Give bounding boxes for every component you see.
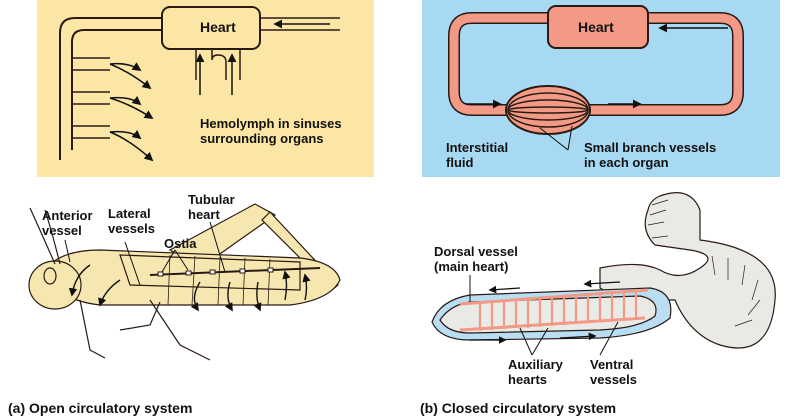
- grasshopper-leader-lines: [64, 221, 226, 286]
- tubular-heart-line1: Tubular: [188, 192, 235, 207]
- earthworm-flow-arrows: [470, 279, 621, 344]
- closed-heart-label: Heart: [578, 19, 614, 35]
- interstitial-fluid-line1: Interstitial: [446, 140, 509, 155]
- dorsal-vessel-line1: Dorsal vessel: [434, 244, 518, 259]
- lateral-vessels-line1: Lateral: [108, 206, 151, 221]
- lateral-vessels-line2: vessels: [108, 221, 155, 236]
- auxiliary-hearts-line1: Auxiliary: [508, 357, 563, 372]
- earthworm-leader-lines: [469, 275, 619, 356]
- open-flow-arrows: [109, 19, 330, 162]
- dorsal-vessel-line2: (main heart): [434, 259, 509, 274]
- ventral-vessels-line2: vessels: [590, 372, 637, 387]
- open-system-caption: (a) Open circulatory system: [8, 400, 193, 416]
- ventral-vessels-line1: Ventral: [590, 357, 634, 372]
- hemolymph-label-line2: surrounding organs: [200, 131, 324, 146]
- grasshopper-illustration: [28, 203, 341, 361]
- closed-leader-lines: [539, 125, 573, 151]
- small-branch-vessels-line2: in each organ: [584, 155, 669, 170]
- closed-system-caption: (b) Closed circulatory system: [420, 400, 617, 416]
- anterior-vessel-line1: Anterior: [42, 208, 93, 223]
- hemolymph-label-line1: Hemolymph in sinuses: [200, 116, 342, 131]
- tubular-heart-line2: heart: [188, 207, 220, 222]
- ostia-label: Ostia: [164, 236, 197, 251]
- open-vessel-loop: [59, 6, 340, 160]
- small-branch-vessels-line1: Small branch vessels: [584, 140, 717, 155]
- interstitial-fluid-line2: fluid: [446, 155, 474, 170]
- grasshopper-flow-arrows: [68, 264, 311, 312]
- closed-flow-arrows: [466, 23, 728, 109]
- anterior-vessel-line2: vessel: [42, 223, 82, 238]
- auxiliary-hearts-line2: hearts: [508, 372, 548, 387]
- open-heart-label: Heart: [200, 19, 236, 35]
- earthworm-illustration: [431, 192, 776, 349]
